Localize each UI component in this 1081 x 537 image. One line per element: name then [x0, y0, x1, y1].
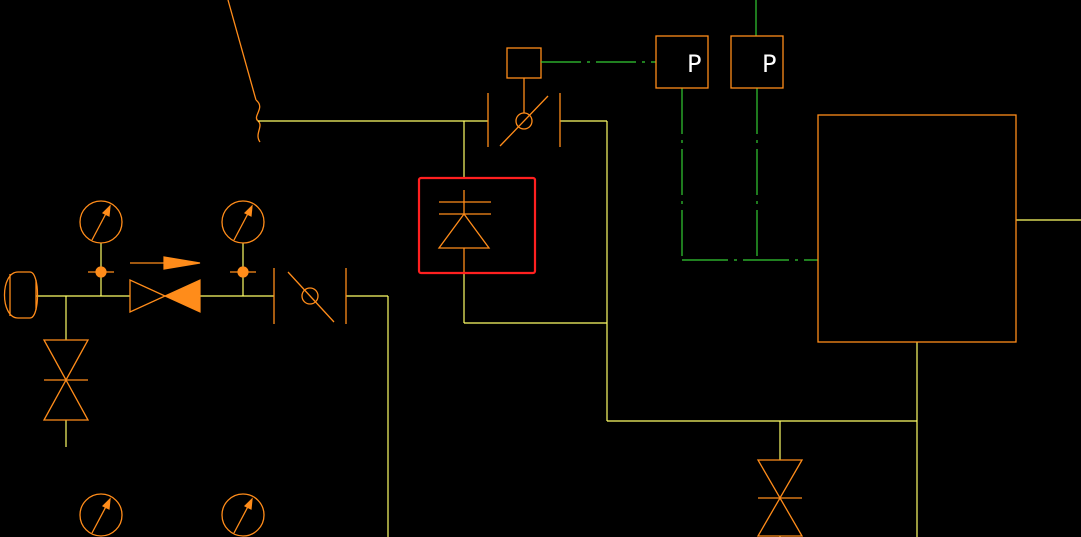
pipe-network[interactable] — [36, 120, 1081, 537]
selection-highlight — [417, 176, 537, 275]
pressure-gauge-icon[interactable] — [221, 493, 265, 537]
diagonal-pipe-with-bend[interactable] — [227, 0, 261, 143]
pressure-gauge-icon[interactable] — [79, 493, 123, 537]
gate-valve-icon[interactable] — [756, 459, 804, 537]
pressure-switch-icon[interactable]: P — [730, 35, 784, 89]
flexible-joint-icon[interactable] — [3, 271, 39, 319]
flow-direction-arrow-icon — [130, 256, 201, 270]
butterfly-valve-icon[interactable] — [487, 47, 561, 147]
pressure-switch-label: P — [762, 50, 776, 78]
tank-box[interactable] — [817, 114, 1017, 343]
gate-valve-icon[interactable] — [42, 339, 90, 421]
pressure-gauge-icon[interactable] — [221, 200, 265, 278]
butterfly-valve-icon[interactable] — [273, 268, 347, 324]
signal-lines[interactable] — [541, 0, 818, 261]
pressure-reducing-valve-icon[interactable] — [437, 190, 491, 272]
check-valve-icon[interactable] — [129, 278, 201, 314]
pressure-switch-icon[interactable]: P — [655, 35, 709, 89]
pressure-gauge-icon[interactable] — [79, 200, 123, 278]
pressure-switch-label: P — [687, 50, 701, 78]
